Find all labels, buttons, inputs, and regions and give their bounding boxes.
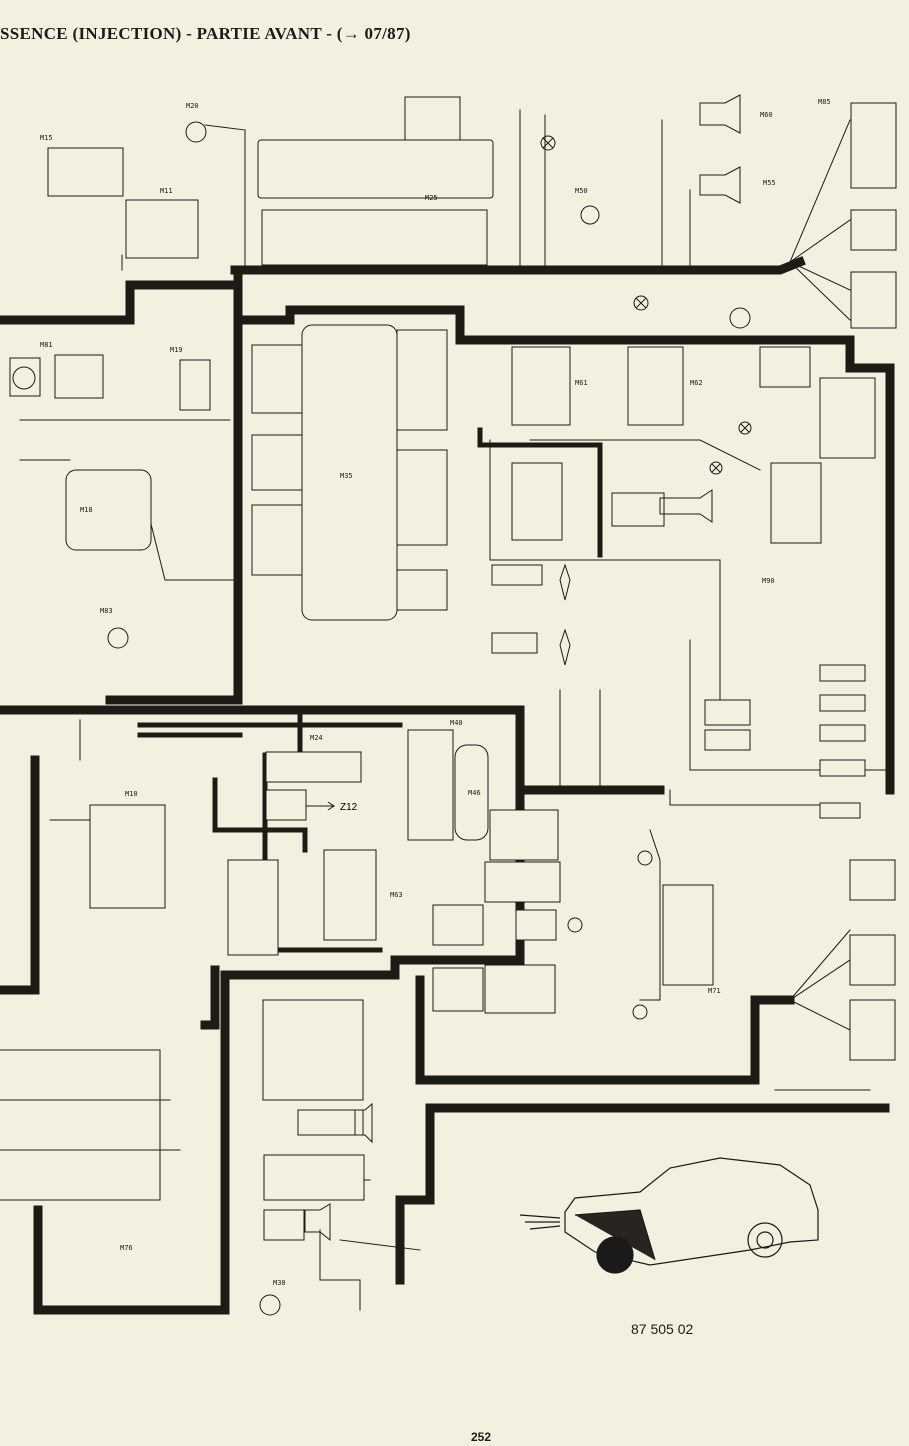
label-m60: M60 xyxy=(760,111,773,119)
main-harness xyxy=(0,256,895,1315)
page-title: SSENCE (INJECTION) - PARTIE AVANT - (→ 0… xyxy=(0,24,411,43)
car-illustration xyxy=(519,1157,819,1274)
lamp-icon xyxy=(540,135,556,151)
m25-relay-box xyxy=(257,139,494,199)
label-m50: M50 xyxy=(575,187,588,195)
label-m63: M63 xyxy=(390,891,403,899)
z12-arrow-label: Z12 xyxy=(340,802,358,813)
label-m18: M18 xyxy=(80,506,93,514)
label-m76: M76 xyxy=(120,1244,133,1252)
m11-connector xyxy=(125,199,199,259)
label-m71: M71 xyxy=(708,987,721,995)
label-m46: M46 xyxy=(468,789,481,797)
label-m55: M55 xyxy=(763,179,776,187)
label-m15: M15 xyxy=(40,134,53,142)
label-m20: M20 xyxy=(186,102,199,110)
label-m11: M11 xyxy=(160,187,173,195)
label-m19: M19 xyxy=(170,346,183,354)
label-m24: M24 xyxy=(310,734,323,742)
label-m90: M90 xyxy=(762,577,775,585)
secondary-harness xyxy=(137,427,603,953)
motor-icon xyxy=(9,357,41,397)
m15-connector xyxy=(47,147,124,197)
page-number: 252 xyxy=(471,1430,492,1444)
label-m61: M61 xyxy=(575,379,588,387)
label-m81: M81 xyxy=(40,341,53,349)
m18-block xyxy=(65,469,152,551)
label-m35: M35 xyxy=(340,472,353,480)
label-m25: M25 xyxy=(425,194,438,202)
label-m83: M83 xyxy=(100,607,113,615)
m81-connector xyxy=(54,354,104,399)
label-m30: M30 xyxy=(273,1279,286,1287)
diagram-reference: 87 505 02 xyxy=(631,1321,694,1337)
label-m10: M10 xyxy=(125,790,138,798)
label-m62: M62 xyxy=(690,379,703,387)
label-m40: M40 xyxy=(450,719,463,727)
ground-m20-icon xyxy=(185,121,207,143)
label-m85: M85 xyxy=(818,98,831,106)
